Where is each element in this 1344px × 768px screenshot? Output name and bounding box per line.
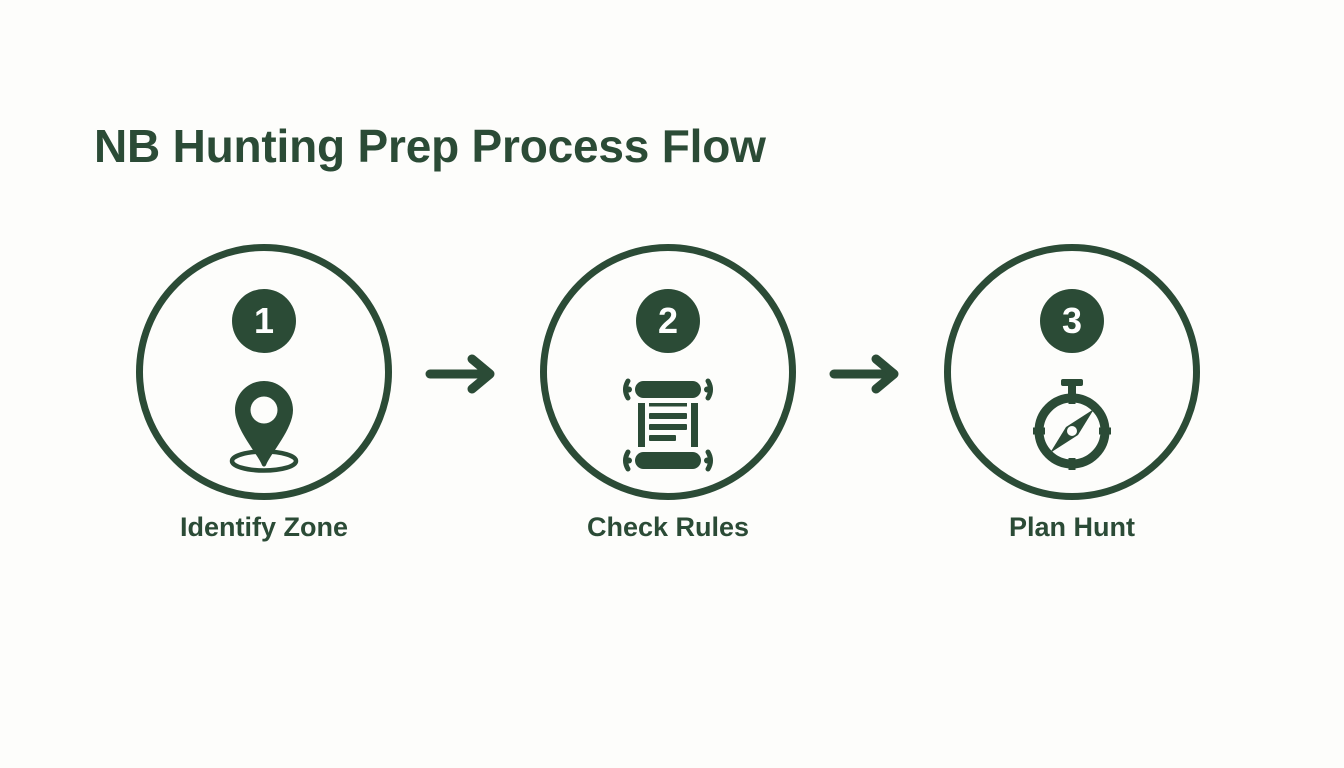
flow-step-1[interactable]: 1 Identify Zone [136,244,392,542]
scroll-document-icon [623,378,713,472]
map-pin-icon [229,381,299,473]
flow-step-3[interactable]: 3 [944,244,1200,542]
step-1-number-badge: 1 [232,289,296,353]
step-1-label: Identify Zone [180,512,348,542]
process-flow-row: 1 Identify Zone 2 [0,244,1344,564]
step-1-circle[interactable]: 1 [136,244,392,500]
step-3-number-badge: 3 [1040,289,1104,353]
step-2-number-badge: 2 [636,289,700,353]
step-2-label: Check Rules [586,512,750,542]
step-2-circle[interactable]: 2 [540,244,796,500]
arrow-right-icon-1 [425,354,495,394]
arrow-right-icon-2 [829,354,899,394]
page-title: NB Hunting Prep Process Flow [94,120,766,172]
flow-step-2[interactable]: 2 [540,244,796,542]
step-3-circle[interactable]: 3 [944,244,1200,500]
step-3-label: Plan Hunt [1009,512,1135,542]
compass-icon [1033,379,1111,470]
